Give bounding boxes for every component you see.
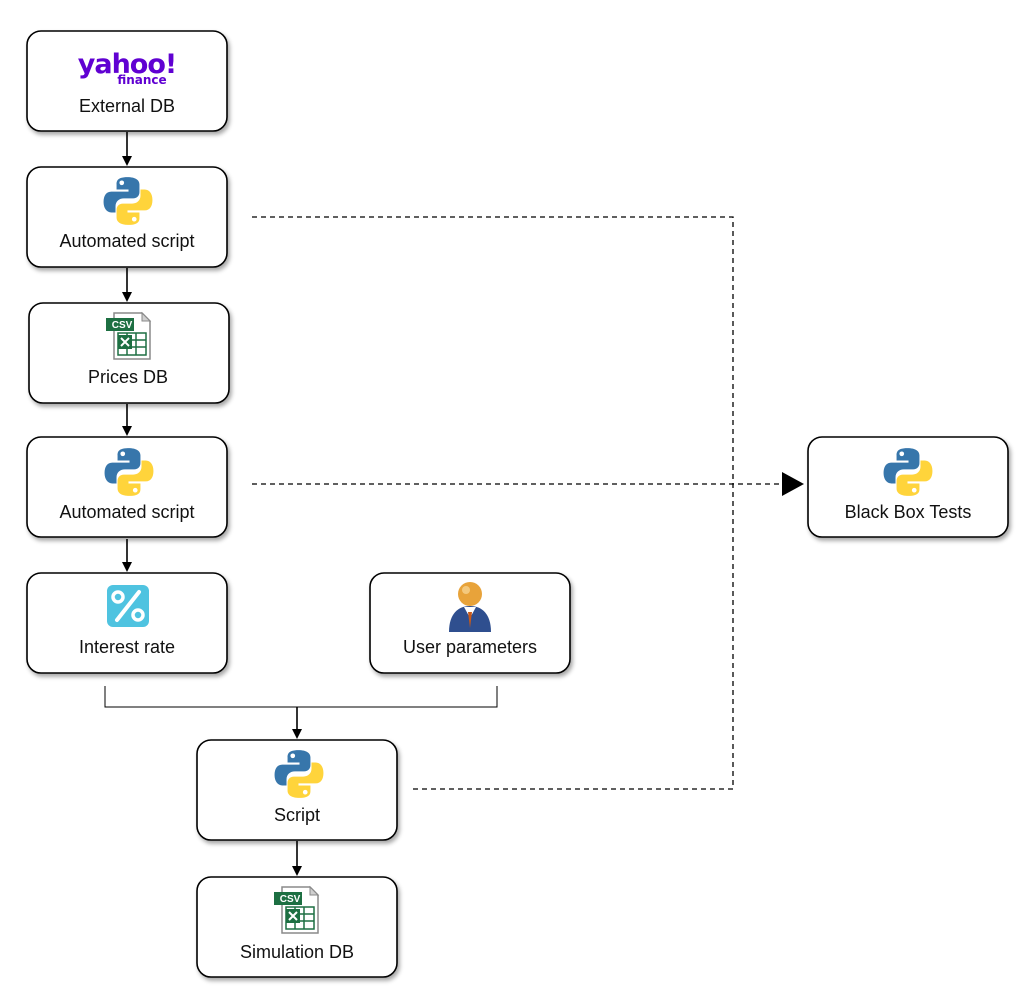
connectors — [104, 132, 804, 876]
csv-file-icon: CSV — [105, 312, 151, 360]
node-label: Black Box Tests — [845, 502, 972, 522]
node-automated-script-2[interactable]: Automated script — [26, 436, 228, 538]
node-prices-db[interactable]: CSV Prices DB — [28, 302, 230, 404]
node-label: Script — [274, 805, 320, 825]
node-black-box-tests[interactable]: Black Box Tests — [807, 436, 1009, 538]
svg-text:CSV: CSV — [112, 320, 133, 331]
node-user-parameters[interactable]: User parameters — [369, 572, 571, 674]
node-automated-script-1[interactable]: Automated script — [26, 166, 228, 268]
node-label: External DB — [79, 96, 175, 116]
node-label: User parameters — [403, 637, 537, 657]
node-label: Automated script — [59, 502, 194, 522]
node-label: Simulation DB — [240, 942, 354, 962]
svg-text:yahoo!: yahoo! — [78, 49, 176, 80]
svg-text:finance: finance — [117, 73, 166, 87]
user-icon — [449, 582, 491, 632]
dashed-test-connectors — [252, 216, 782, 790]
node-label: Automated script — [59, 231, 194, 251]
yahoo-finance-logo: yahoo! finance — [78, 49, 177, 87]
node-interest-rate[interactable]: Interest rate — [26, 572, 228, 674]
percent-icon — [107, 585, 149, 627]
arrow-to-black-box-tests — [782, 472, 804, 496]
node-label: Prices DB — [88, 367, 168, 387]
node-external-db[interactable]: yahoo! finance External DB — [26, 30, 228, 132]
svg-text:CSV: CSV — [280, 894, 301, 905]
node-simulation-db[interactable]: CSV Simulation DB — [196, 876, 398, 978]
node-label: Interest rate — [79, 637, 175, 657]
csv-file-icon: CSV — [273, 886, 319, 934]
bracket-merge-connector — [104, 686, 498, 708]
node-script[interactable]: Script — [196, 739, 398, 841]
